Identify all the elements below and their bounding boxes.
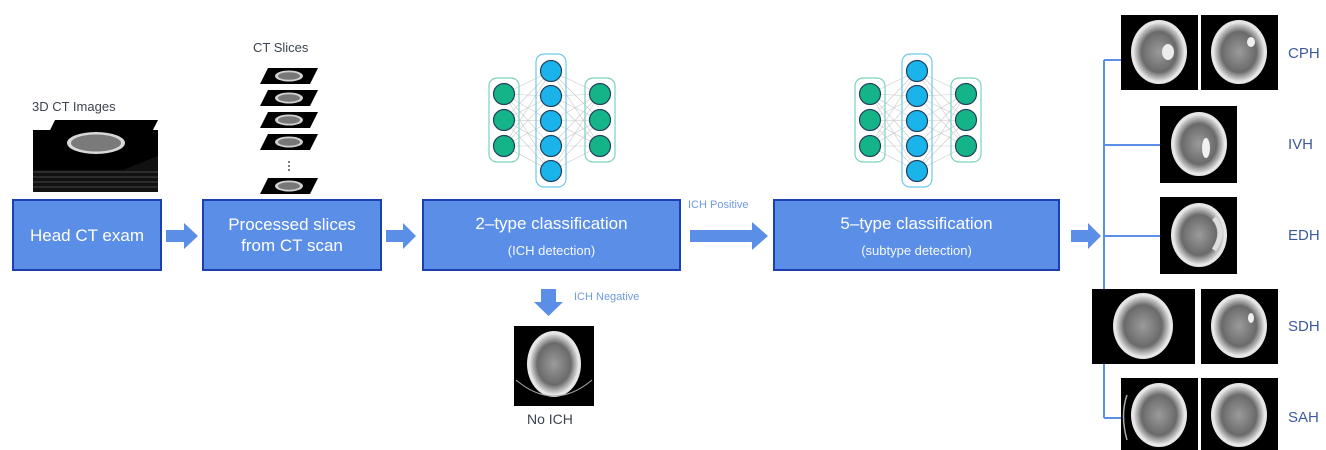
- two-type-title: 2–type classification: [475, 213, 628, 233]
- processed-slices-box: Processed slices from CT scan: [202, 199, 382, 271]
- arrow-cls2-to-cls5: [690, 222, 768, 250]
- ct-slices-label: CT Slices: [253, 40, 309, 55]
- ich-negative-label: ICH Negative: [574, 291, 640, 303]
- five-type-title: 5–type classification: [840, 213, 993, 233]
- no-ich-label: No ICH: [527, 411, 573, 427]
- sdh-scan-image-1: [1092, 289, 1195, 364]
- arrow-processed-to-cls2: [386, 223, 416, 249]
- arrow-exam-to-processed: [166, 223, 198, 249]
- cph-scan-image-1: [1121, 15, 1198, 90]
- ct-images-label: 3D CT Images: [32, 99, 116, 114]
- subtype-branch-lines: [1103, 59, 1160, 419]
- ich-positive-label: ICH Positive: [688, 199, 749, 211]
- ivh-scan-image: [1160, 106, 1237, 183]
- ct-slices-stack-icon: [260, 68, 318, 194]
- subtype-label-sah: SAH: [1288, 409, 1319, 426]
- sah-scan-image-2: [1201, 378, 1278, 450]
- sdh-scan-image-2: [1201, 289, 1278, 364]
- two-type-subtitle: (ICH detection): [507, 242, 596, 258]
- sah-scan-image-1: [1121, 378, 1198, 450]
- ct-volume-stack-icon: [33, 120, 158, 192]
- brain-scan-images: [514, 15, 1278, 450]
- five-type-subtitle: (subtype detection): [861, 242, 972, 258]
- cph-scan-image-2: [1201, 15, 1278, 90]
- arrow-cls5-to-subtypes: [1071, 223, 1101, 249]
- flow-arrows: [166, 222, 1101, 316]
- subtype-label-edh: EDH: [1288, 227, 1320, 244]
- subtype-label-cph: CPH: [1288, 45, 1320, 62]
- five-type-classification-box: 5–type classification (subtype detection…: [773, 199, 1060, 271]
- edh-scan-image: [1160, 197, 1237, 274]
- neural-network-2-icon: [854, 53, 982, 188]
- subtype-label-sdh: SDH: [1288, 318, 1320, 335]
- two-type-classification-box: 2–type classification (ICH detection): [422, 199, 681, 271]
- head-ct-exam-text: Head CT exam: [29, 225, 144, 245]
- no-ich-scan-image: [514, 326, 594, 406]
- processed-slices-line1: Processed slices: [228, 215, 356, 234]
- processed-slices-line2: from CT scan: [241, 236, 343, 255]
- neural-network-1-icon: [488, 53, 616, 188]
- subtype-label-ivh: IVH: [1288, 136, 1314, 153]
- arrow-cls2-to-no-ich: [534, 289, 563, 316]
- head-ct-exam-box: Head CT exam: [12, 199, 162, 271]
